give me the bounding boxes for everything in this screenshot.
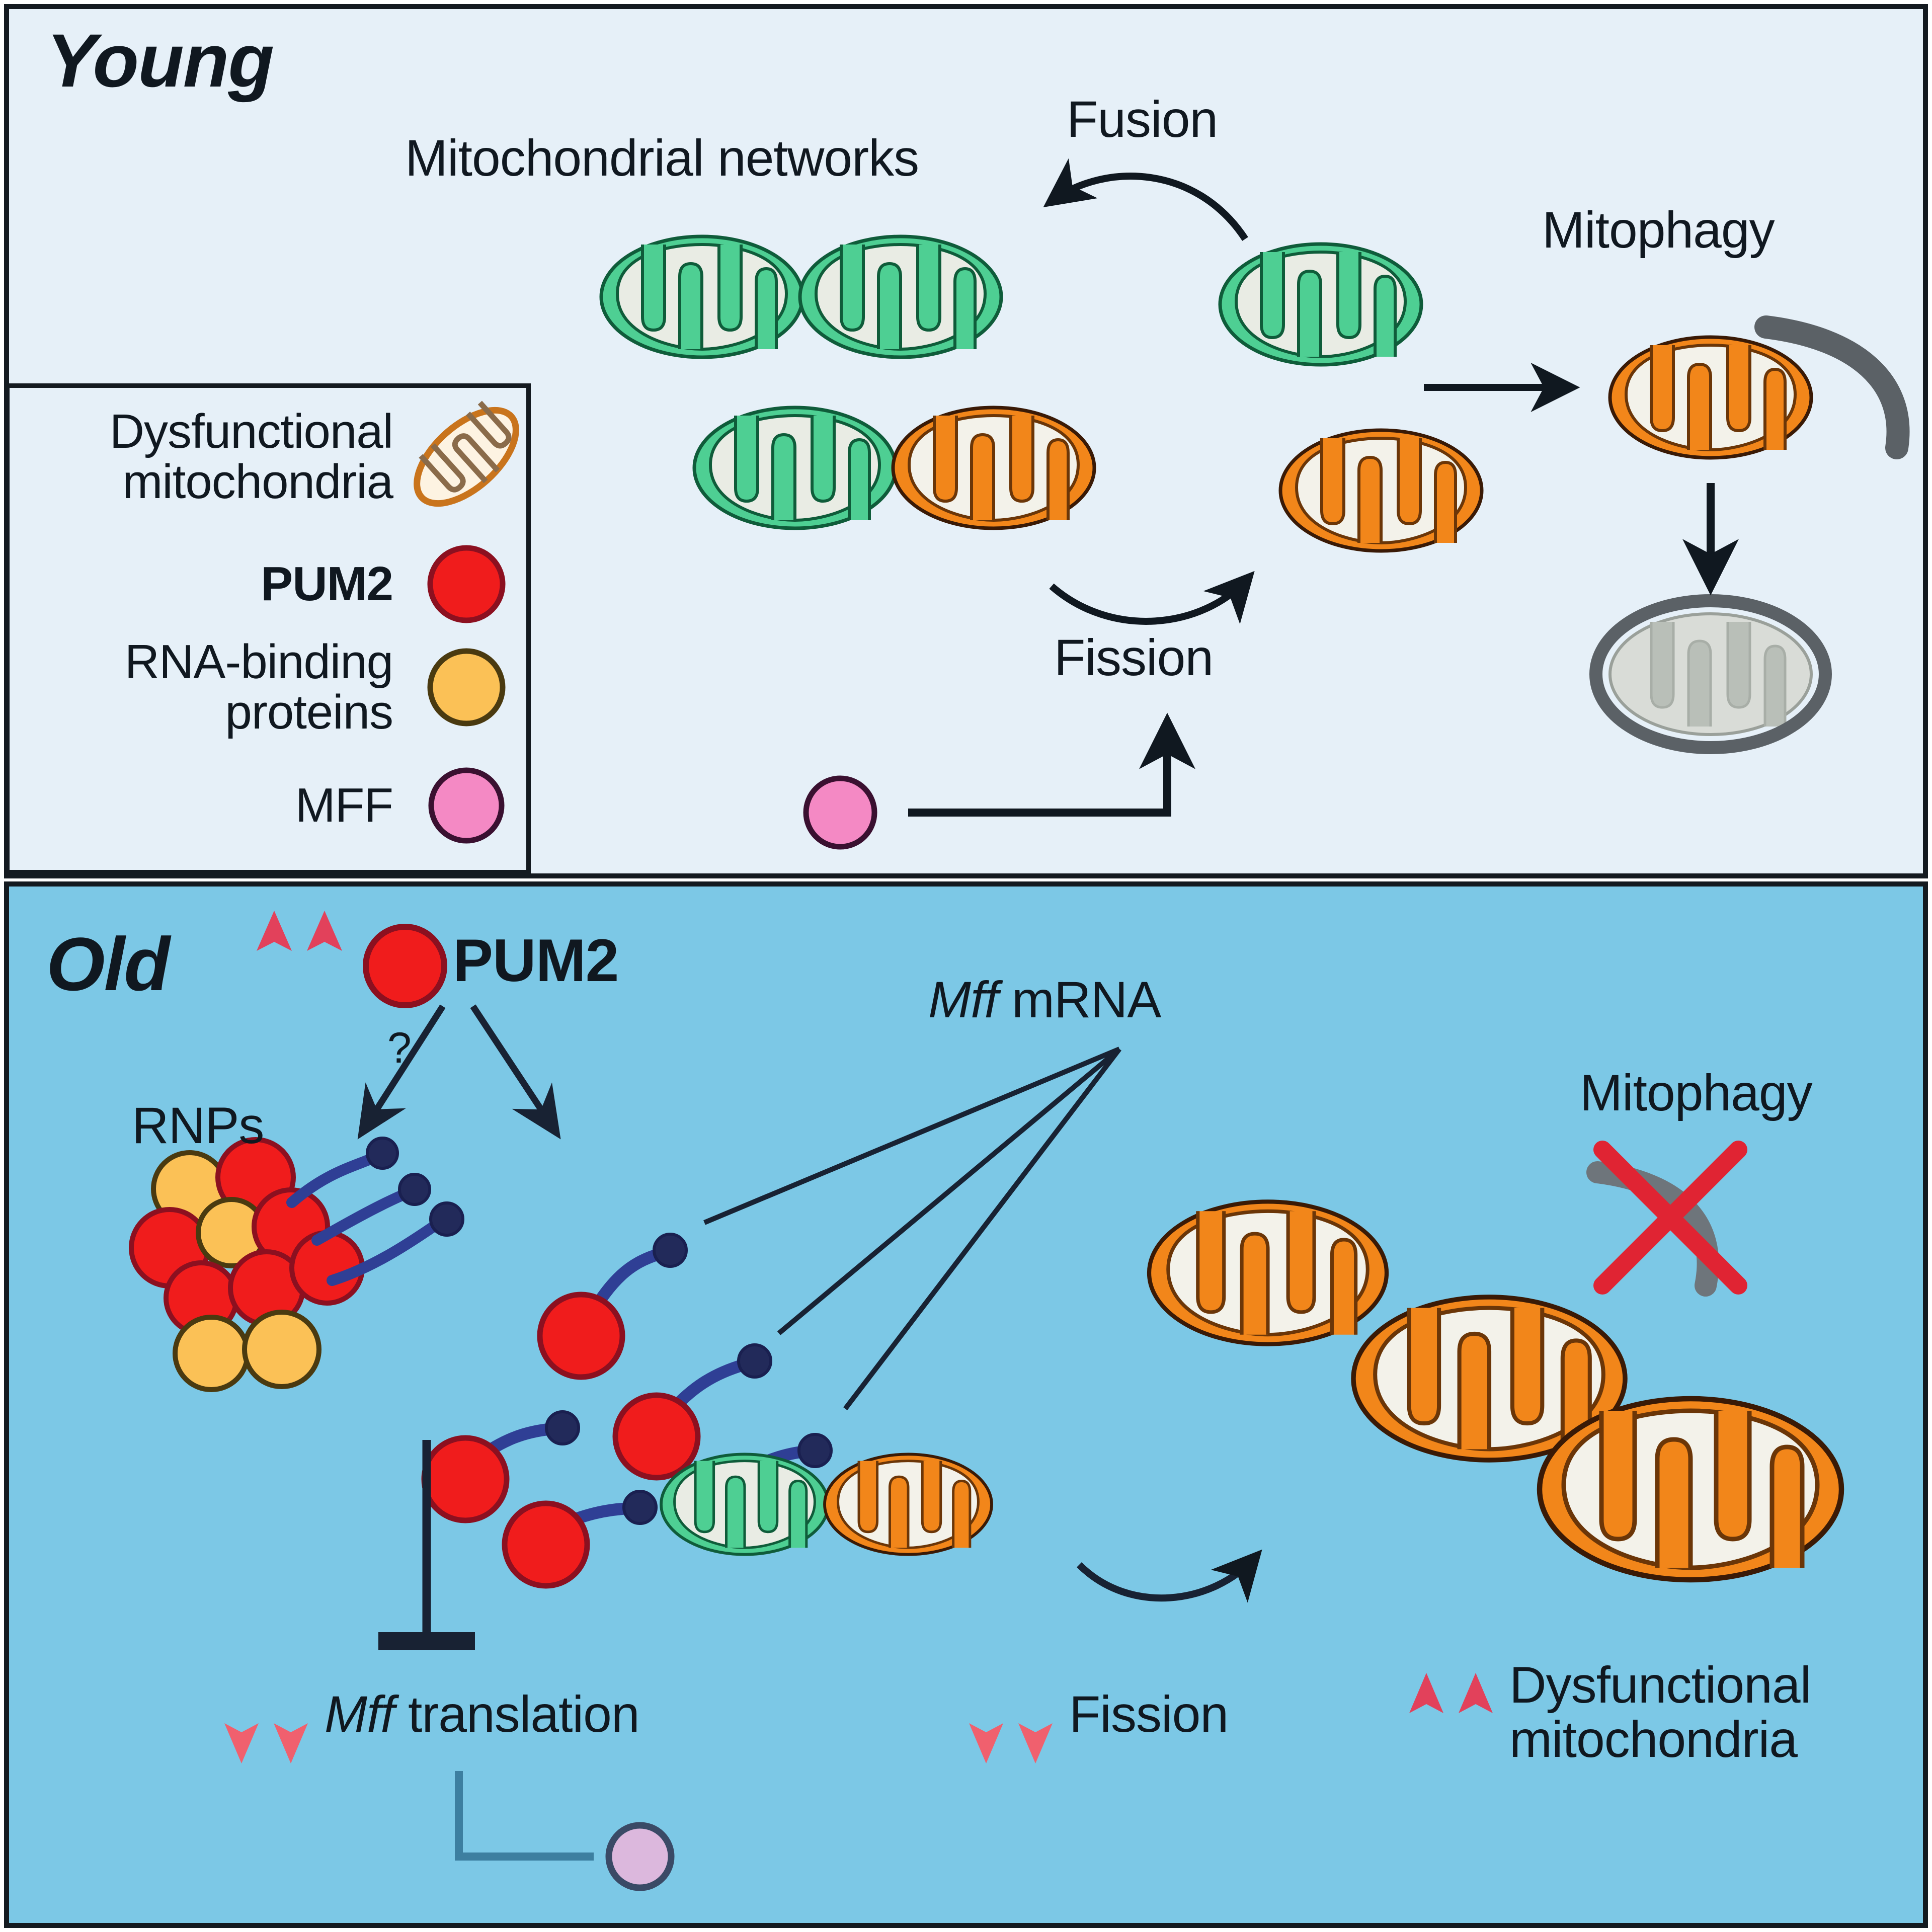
- legend-item-rna-binding-proteins: RNA-binding proteins: [10, 634, 527, 740]
- legend-box: Dysfunctional mitochondria PUM2 RNA-bind…: [5, 383, 531, 874]
- label-mff-translation: Mff translation: [325, 1685, 640, 1743]
- dysfunctional-mitochondrion-icon: [406, 399, 527, 515]
- legend-label-mff: MFF: [295, 778, 393, 833]
- legend-item-pum2: PUM2: [10, 539, 527, 629]
- label-dysfunctional-line2: mitochondria: [1509, 1711, 1798, 1768]
- label-rnps: RNPs: [132, 1097, 264, 1154]
- label-pum2-old: PUM2: [453, 927, 619, 994]
- legend-label-rbp: RNA-binding proteins: [124, 635, 393, 739]
- label-dysfunctional-mitochondria-old: Dysfunctional mitochondria: [1509, 1658, 1811, 1766]
- label-question-mark: ?: [387, 1024, 412, 1072]
- label-mff-mrna-suffix: mRNA: [998, 971, 1161, 1028]
- panel-old: [4, 881, 1928, 1928]
- label-dysfunctional-line1: Dysfunctional: [1509, 1656, 1811, 1714]
- label-mitophagy-old: Mitophagy: [1580, 1064, 1813, 1121]
- label-fission-old: Fission: [1069, 1685, 1229, 1743]
- orange-circle-icon: [427, 648, 506, 727]
- red-circle-icon: [427, 545, 506, 623]
- label-mff-translation-suffix: translation: [394, 1685, 640, 1743]
- legend-item-dysfunctional-mitochondria: Dysfunctional mitochondria: [10, 399, 527, 515]
- label-mff-translation-gene: Mff: [325, 1685, 395, 1743]
- label-mitochondrial-networks: Mitochondrial networks: [405, 129, 919, 187]
- legend-label-dysfunctional: Dysfunctional mitochondria: [109, 405, 393, 509]
- label-fission: Fission: [1054, 629, 1214, 686]
- label-mitophagy-young: Mitophagy: [1542, 201, 1775, 259]
- label-mff-mrna: Mff mRNA: [928, 974, 1161, 1026]
- legend-label-pum2: PUM2: [261, 557, 393, 611]
- label-mff-mrna-gene: Mff: [928, 971, 999, 1028]
- label-fusion: Fusion: [1067, 91, 1218, 148]
- legend-item-mff: MFF: [10, 760, 527, 851]
- panel-title-old: Old: [46, 922, 170, 1006]
- panel-title-young: Young: [46, 18, 274, 103]
- pink-circle-icon: [428, 767, 505, 844]
